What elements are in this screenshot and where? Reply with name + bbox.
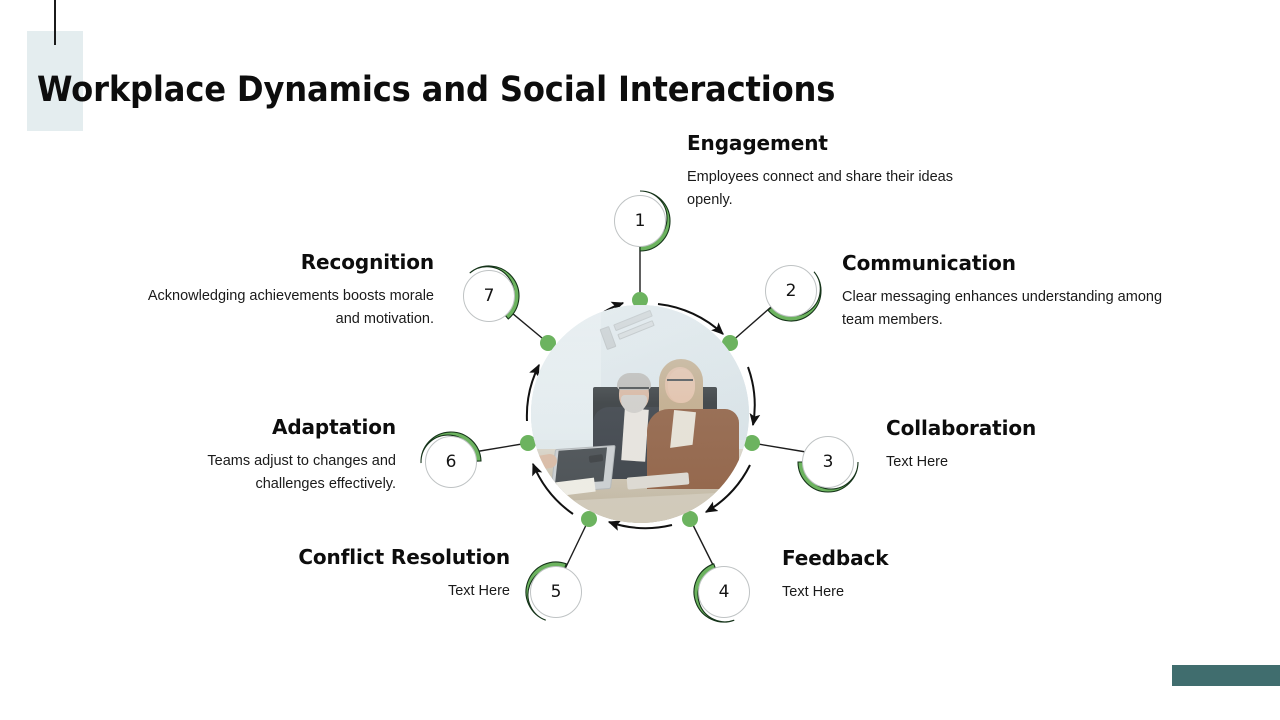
step-body-engagement: Employees connect and share their ideas … [687, 169, 953, 208]
step-heading-adaptation: Adaptation [271, 415, 396, 439]
step-badge-2[interactable]: 2 [765, 265, 822, 322]
step-badge-disc-3 [802, 436, 854, 488]
title-accent-line [54, 0, 56, 45]
step-text-collaboration: Collaboration Text Here [886, 415, 1186, 474]
photo-overlay-tint [531, 305, 749, 523]
title-accent-panel [27, 31, 83, 131]
step-heading-recognition: Recognition [300, 250, 434, 274]
step-text-adaptation: Adaptation Teams adjust to changes and c… [155, 414, 396, 496]
step-text-feedback: Feedback Text Here [782, 545, 1042, 604]
step-badge-1[interactable]: 1 [614, 190, 671, 252]
step-number-4: 4 [718, 581, 730, 602]
step-body-communication: Clear messaging enhances understanding a… [842, 289, 1163, 328]
step-badge-3[interactable]: 3 [797, 436, 859, 493]
step-body-recognition: Acknowledging achievements boosts morale… [147, 288, 434, 327]
step-heading-feedback: Feedback [782, 546, 889, 570]
center-photo [531, 305, 749, 523]
step-number-1: 1 [634, 210, 646, 231]
step-number-7: 7 [483, 285, 495, 306]
step-badge-disc-1 [614, 195, 666, 247]
step-body-collaboration: Text Here [886, 454, 949, 470]
step-number-3: 3 [822, 451, 834, 472]
step-body-adaptation: Teams adjust to changes and challenges e… [207, 453, 396, 492]
step-number-2: 2 [785, 280, 797, 301]
step-heading-collaboration: Collaboration [886, 416, 1037, 440]
step-badge-7[interactable]: 7 [463, 265, 520, 322]
step-number-6: 6 [445, 451, 457, 472]
step-text-recognition: Recognition Acknowledging achievements b… [135, 249, 434, 331]
step-badge-disc-5 [530, 566, 582, 618]
step-heading-communication: Communication [842, 251, 1016, 275]
step-badge-disc-4 [698, 566, 750, 618]
step-body-feedback: Text Here [782, 584, 845, 600]
footer-accent-bar [1172, 665, 1280, 686]
step-badge-4[interactable]: 4 [693, 563, 750, 623]
step-badge-disc-7 [463, 270, 515, 322]
step-badge-5[interactable]: 5 [525, 561, 582, 621]
step-number-5: 5 [550, 581, 562, 602]
step-badge-disc-6 [425, 436, 477, 488]
step-body-conflict-resolution: Text Here [447, 583, 510, 599]
step-heading-conflict-resolution: Conflict Resolution [298, 545, 510, 569]
page-title: Workplace Dynamics and Social Interactio… [37, 70, 836, 110]
step-text-conflict-resolution: Conflict Resolution Text Here [250, 544, 510, 603]
step-text-communication: Communication Clear messaging enhances u… [842, 250, 1162, 332]
step-heading-engagement: Engagement [687, 131, 828, 155]
step-text-engagement: Engagement Employees connect and share t… [687, 130, 987, 212]
step-badge-disc-2 [765, 265, 817, 317]
step-badge-6[interactable]: 6 [420, 431, 482, 488]
